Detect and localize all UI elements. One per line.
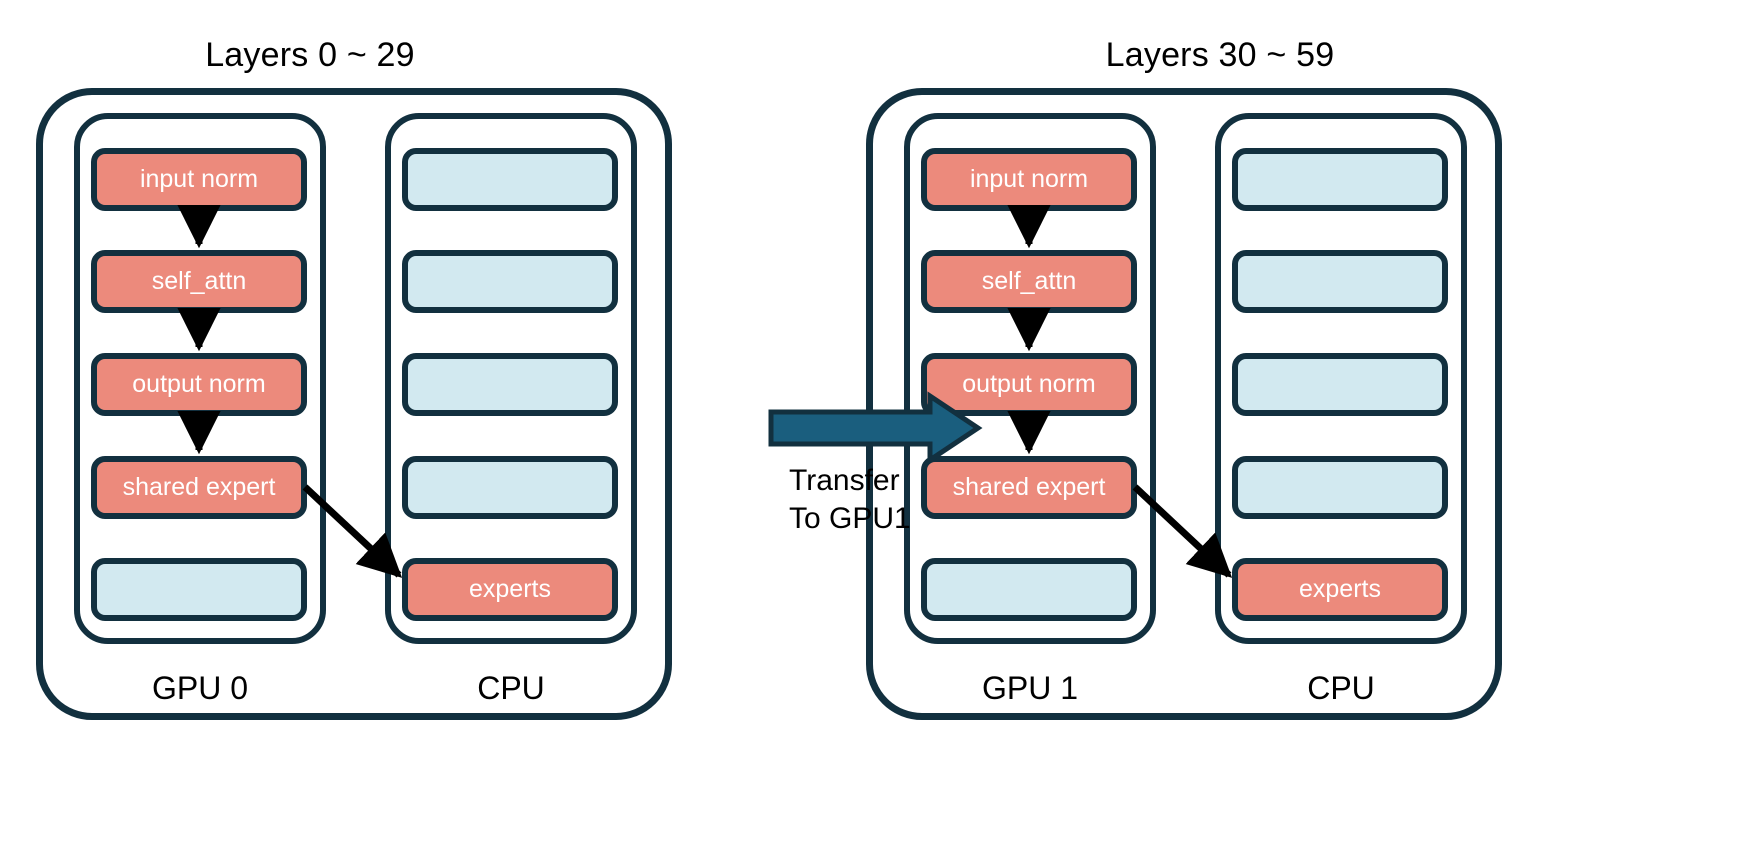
block-cpu1-slot-3[interactable]	[1232, 353, 1448, 416]
block-cpu1-slot-2[interactable]	[1232, 250, 1448, 313]
block-gpu1-input-norm[interactable]: input norm	[921, 148, 1137, 211]
block-cpu0-slot-2[interactable]	[402, 250, 618, 313]
block-cpu0-experts[interactable]: experts	[402, 558, 618, 621]
block-cpu0-slot-1[interactable]	[402, 148, 618, 211]
block-gpu1-shared-expert[interactable]: shared expert	[921, 456, 1137, 519]
label-cpu0: CPU	[477, 670, 545, 706]
transfer-label: Transfer To GPU1	[789, 462, 911, 539]
block-cpu0-slot-4[interactable]	[402, 456, 618, 519]
block-gpu1-placeholder[interactable]	[921, 558, 1137, 621]
block-gpu1-output-norm[interactable]: output norm	[921, 353, 1137, 416]
label-gpu0: GPU 0	[151, 670, 249, 706]
right-group-title: Layers 30 ~ 59	[1105, 36, 1335, 74]
block-cpu1-slot-4[interactable]	[1232, 456, 1448, 519]
block-gpu0-output-norm[interactable]: output norm	[91, 353, 307, 416]
block-cpu1-experts[interactable]: experts	[1232, 558, 1448, 621]
left-group-title: Layers 0 ~ 29	[205, 36, 415, 74]
block-gpu0-shared-expert[interactable]: shared expert	[91, 456, 307, 519]
label-cpu1: CPU	[1307, 670, 1375, 706]
transfer-label-line2: To GPU1	[789, 502, 911, 536]
transfer-label-line1: Transfer	[789, 464, 900, 497]
block-gpu0-input-norm[interactable]: input norm	[91, 148, 307, 211]
block-gpu0-self-attn[interactable]: self_attn	[91, 250, 307, 313]
block-cpu1-slot-1[interactable]	[1232, 148, 1448, 211]
label-gpu1: GPU 1	[981, 670, 1079, 706]
block-gpu0-placeholder[interactable]	[91, 558, 307, 621]
block-cpu0-slot-3[interactable]	[402, 353, 618, 416]
block-gpu1-self-attn[interactable]: self_attn	[921, 250, 1137, 313]
